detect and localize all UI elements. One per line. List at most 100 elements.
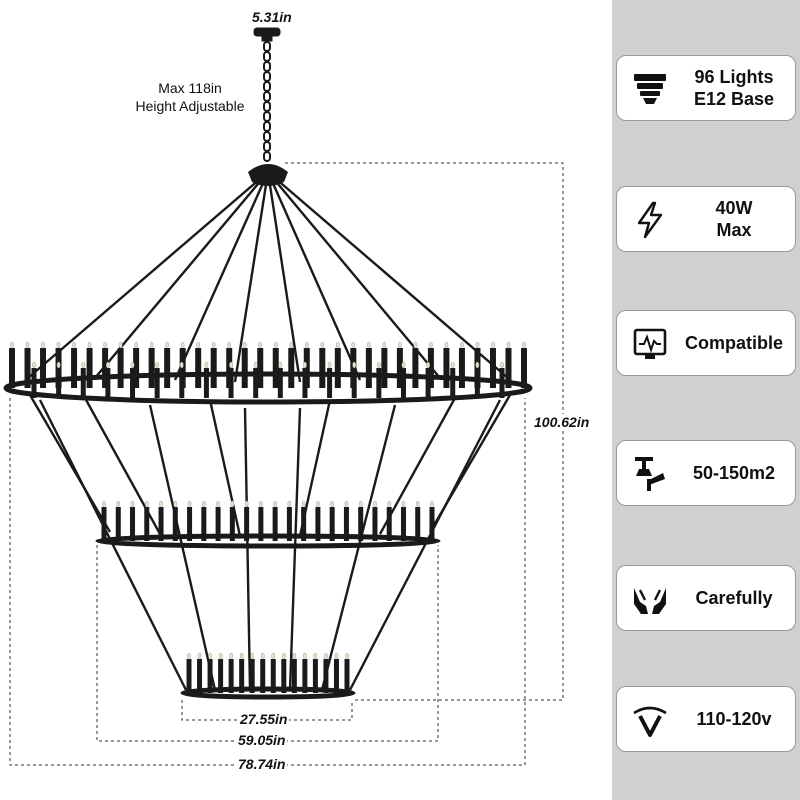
- candle-bulb: [103, 341, 107, 349]
- bulb-base-icon: [634, 74, 666, 104]
- candle: [228, 368, 234, 398]
- candle: [281, 659, 287, 693]
- candle-bulb: [106, 361, 110, 369]
- candle-bulb: [287, 500, 292, 508]
- upper-support-rod: [94, 171, 269, 379]
- candle: [71, 348, 78, 388]
- candle: [343, 507, 349, 541]
- candle: [351, 368, 357, 398]
- candle: [239, 659, 245, 693]
- candle-bulb: [316, 500, 320, 508]
- feature-wattage-line2: Max: [716, 220, 752, 240]
- candle-bulb: [304, 341, 309, 349]
- chandelier-drawing: [3, 21, 564, 766]
- middle-support-rod: [28, 394, 112, 533]
- candle: [474, 368, 480, 398]
- candle-bulb: [227, 341, 232, 349]
- candle-bulb: [475, 341, 480, 349]
- candle-bulb: [118, 341, 123, 349]
- feature-lights-line1: 96 Lights: [694, 67, 774, 87]
- candle: [203, 368, 209, 398]
- max-height-text: Max 118in: [158, 80, 222, 96]
- caring-hands-icon: [634, 588, 666, 614]
- candle-bulb: [130, 361, 135, 369]
- candle: [443, 348, 450, 388]
- candle-bulb: [155, 361, 160, 369]
- feature-card-lights: 96 Lights E12 Base: [616, 55, 796, 121]
- middle-diameter-label: 59.05in: [236, 732, 288, 748]
- candle: [329, 507, 335, 541]
- feature-voltage-line1: 110-120v: [696, 709, 772, 729]
- candle-bulb: [165, 341, 170, 349]
- candle: [186, 659, 192, 693]
- top-tier-ring: [3, 371, 533, 405]
- feature-lights-line2: E12 Base: [693, 89, 775, 109]
- support-rods: [27, 171, 512, 691]
- candle: [365, 348, 372, 388]
- candle-bulb: [187, 500, 192, 508]
- feature-card-wattage: 40W Max: [616, 186, 796, 252]
- chain-link: [263, 41, 271, 52]
- candle-bulb: [303, 652, 307, 660]
- candle: [427, 348, 434, 388]
- candle: [288, 348, 295, 388]
- candle-bulb: [216, 500, 220, 508]
- candle-bulb: [239, 652, 244, 660]
- candle-bulb: [56, 341, 61, 349]
- candle: [130, 368, 136, 398]
- candle-bulb: [430, 500, 434, 508]
- candle-bulb: [259, 500, 263, 508]
- chain-link: [263, 121, 271, 132]
- candle: [172, 507, 178, 541]
- candle: [386, 507, 392, 541]
- candle-bulb: [180, 341, 185, 349]
- candle: [429, 507, 435, 541]
- candle: [315, 507, 321, 541]
- candle-bulb: [72, 341, 76, 349]
- candle-bulb: [159, 500, 163, 508]
- candle: [215, 507, 221, 541]
- candle: [272, 507, 278, 541]
- candle-bulb: [335, 341, 340, 349]
- candle: [201, 507, 207, 541]
- candle-bulb: [373, 500, 377, 508]
- dimmer-switch-icon: [633, 328, 667, 359]
- candle: [241, 348, 248, 388]
- upper-support-rod: [173, 171, 270, 381]
- candle-bulb: [130, 500, 135, 508]
- chain-link: [263, 141, 271, 152]
- candle-bulb: [253, 361, 258, 369]
- candle-bulb: [334, 652, 339, 660]
- upper-support-rod: [267, 171, 509, 379]
- candle: [179, 368, 185, 398]
- ceiling-canopy: [253, 27, 281, 37]
- candle: [229, 507, 235, 541]
- candle: [505, 348, 512, 388]
- candle-bulb: [102, 500, 106, 508]
- candle: [102, 348, 109, 388]
- candle-sockets: [9, 341, 527, 693]
- feature-card-compatible: Compatible: [616, 310, 796, 376]
- candle-bulb: [344, 500, 349, 508]
- feature-card-voltage: 110-120v: [616, 686, 796, 752]
- candle: [344, 659, 350, 693]
- candle-bulb: [81, 361, 86, 369]
- feature-compatible-line1: Compatible: [684, 333, 783, 353]
- lower-support-rod: [288, 407, 302, 691]
- features-panel: 96 Lights E12 Base 40W Max Compatible: [612, 0, 800, 800]
- candle-bulb: [320, 341, 325, 349]
- candle: [521, 348, 527, 388]
- feature-card-carefully: Carefully: [616, 565, 796, 631]
- height-dimension-line: [285, 162, 564, 701]
- candle: [258, 507, 264, 541]
- candle-bulb: [324, 652, 328, 660]
- candle-bulb: [289, 341, 294, 349]
- candle-bulb: [278, 361, 283, 369]
- candle-bulb: [179, 361, 184, 369]
- chain-link: [263, 151, 271, 162]
- candle: [458, 348, 465, 388]
- middle-support-rod: [208, 399, 242, 537]
- candle: [117, 348, 124, 388]
- candle-bulb: [149, 341, 154, 349]
